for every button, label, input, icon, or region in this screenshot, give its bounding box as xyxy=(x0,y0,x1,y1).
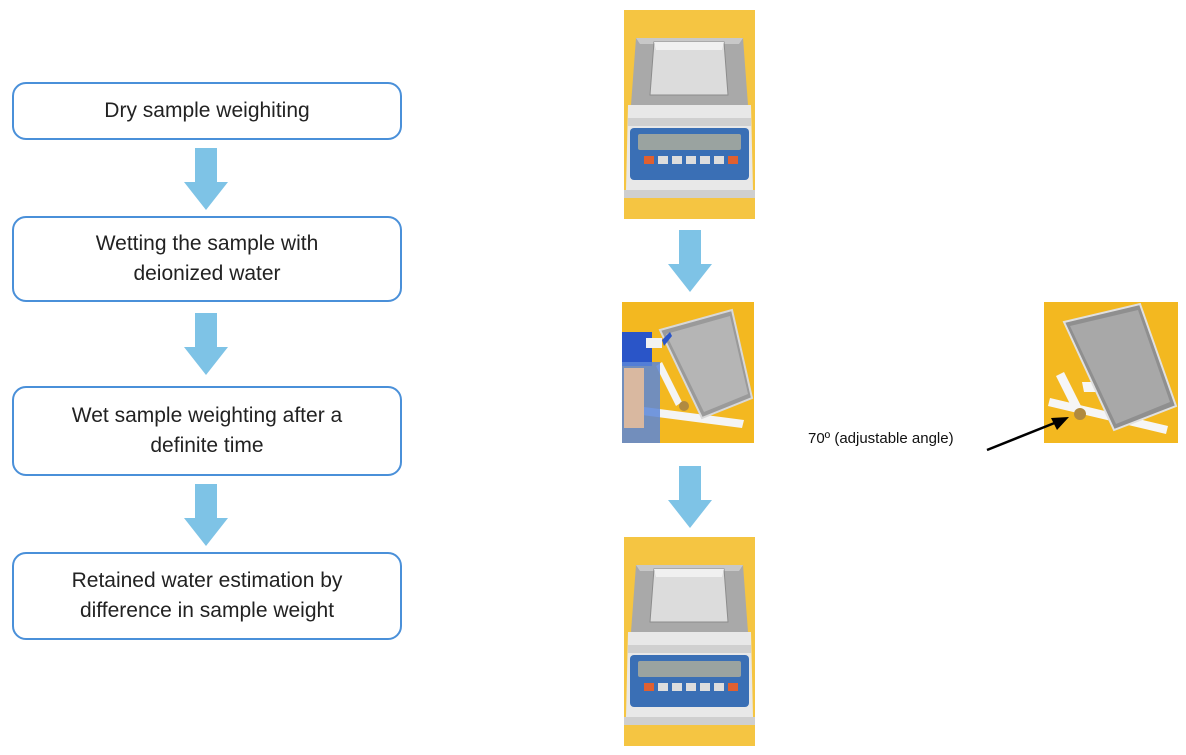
flow-arrow-2 xyxy=(184,313,228,375)
balance-photo-1 xyxy=(624,10,755,219)
balance-scale-icon xyxy=(624,10,755,219)
photo-arrow-1 xyxy=(668,230,712,292)
angle-label: 70º (adjustable angle) xyxy=(808,430,954,447)
step-2-label: Wetting the sample with deionized water xyxy=(95,231,319,285)
spraying-photo xyxy=(622,302,754,443)
balance-photo-2 xyxy=(624,537,755,746)
step-box-3: Wet sample weighting after a definite ti… xyxy=(12,386,402,476)
step-box-1: Dry sample weighiting xyxy=(12,82,402,140)
step-3-label: Wet sample weighting after a definite ti… xyxy=(71,403,343,457)
flow-arrow-1 xyxy=(184,148,228,210)
balance-scale-icon xyxy=(624,537,755,746)
photo-arrow-2 xyxy=(668,466,712,528)
spray-bottle-icon xyxy=(622,302,754,443)
step-box-4: Retained water estimation by difference … xyxy=(12,552,402,640)
step-4-label: Retained water estimation by difference … xyxy=(71,568,343,622)
step-box-2: Wetting the sample with deionized water xyxy=(12,216,402,302)
angle-annotation: 70º (adjustable angle) xyxy=(808,430,954,447)
flow-arrow-3 xyxy=(184,484,228,546)
step-1-label: Dry sample weighiting xyxy=(104,98,310,122)
angle-pointer-arrow xyxy=(986,417,1069,452)
